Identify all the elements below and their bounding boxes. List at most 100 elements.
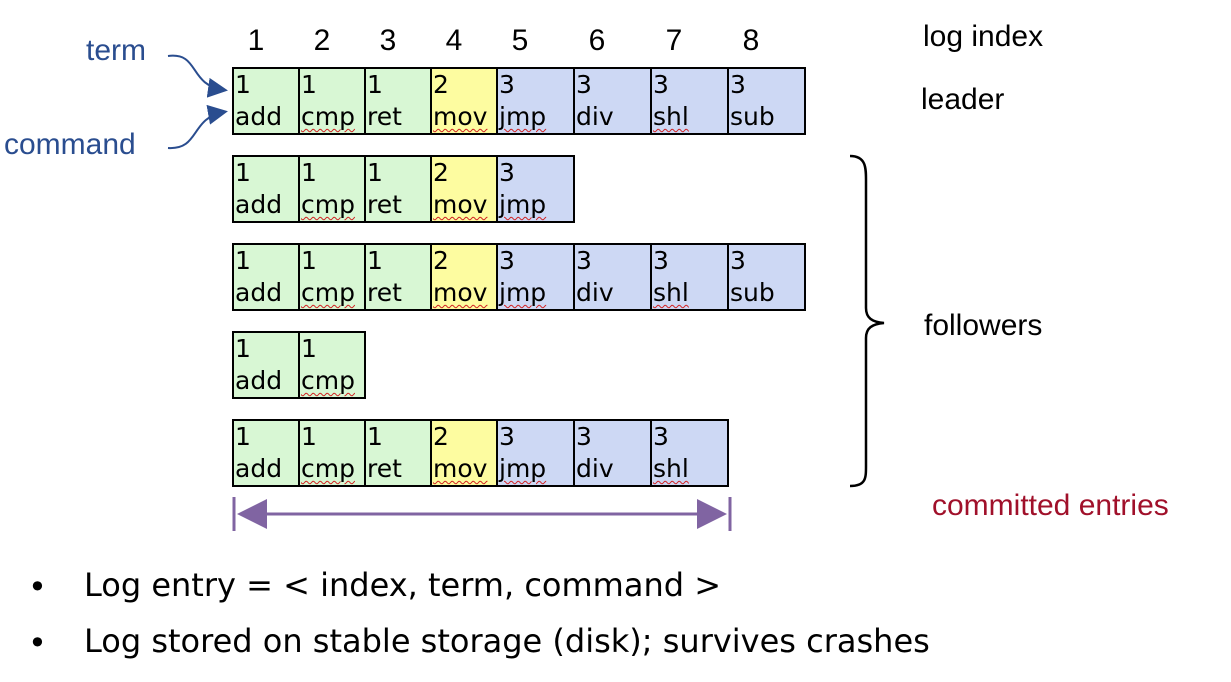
log-entry: 1 add	[232, 331, 300, 399]
log-index-8: 8	[742, 24, 760, 57]
log-entry: 3 jmp	[496, 155, 575, 223]
entry-command: sub	[730, 278, 775, 307]
log-entry: 1 add	[232, 155, 300, 223]
log-index-6: 6	[588, 24, 606, 57]
log-entry: 3 jmp	[496, 67, 575, 135]
entry-term: 3	[576, 70, 592, 99]
log-entry: 1 cmp	[298, 243, 366, 311]
entry-term: 3	[653, 246, 669, 275]
entry-command: jmp	[499, 278, 547, 307]
entry-term: 1	[367, 158, 383, 187]
entry-term: 1	[301, 422, 317, 451]
entry-command: jmp	[499, 102, 547, 131]
log-entry: 3 jmp	[496, 243, 575, 311]
entry-term: 1	[301, 246, 317, 275]
entry-command: shl	[653, 102, 689, 131]
log-entry: 2 mov	[430, 243, 498, 311]
bullet-dot-2: •	[28, 624, 47, 662]
command-arrow-icon	[167, 104, 228, 150]
entry-command: add	[235, 278, 283, 307]
entry-term: 1	[235, 334, 251, 363]
entry-term: 3	[499, 70, 515, 99]
entry-command: div	[576, 278, 614, 307]
entry-term: 3	[653, 422, 669, 451]
log-index-7: 7	[665, 24, 683, 57]
entry-command: cmp	[301, 366, 355, 395]
entry-term: 1	[367, 422, 383, 451]
log-entry: 2 mov	[430, 67, 498, 135]
entry-term: 1	[235, 158, 251, 187]
entry-term: 3	[499, 422, 515, 451]
entry-command: ret	[367, 102, 402, 131]
followers-label: followers	[924, 309, 1043, 342]
log-index-5: 5	[511, 24, 529, 57]
entry-term: 3	[499, 246, 515, 275]
log-entry: 3 div	[573, 419, 652, 487]
entry-term: 1	[367, 246, 383, 275]
entry-command: div	[576, 102, 614, 131]
entry-command: ret	[367, 454, 402, 483]
follower-log-3: 1 add 1 cmp	[232, 331, 366, 399]
entry-term: 2	[433, 70, 449, 99]
entry-term: 3	[499, 158, 515, 187]
entry-term: 2	[433, 246, 449, 275]
entry-term: 1	[235, 70, 251, 99]
entry-command: jmp	[499, 454, 547, 483]
entry-command: cmp	[301, 278, 355, 307]
entry-command: add	[235, 454, 283, 483]
log-entry: 3 shl	[650, 419, 729, 487]
log-entry: 1 cmp	[298, 331, 366, 399]
leader-label: leader	[921, 83, 1005, 116]
bullet-dot-1: •	[28, 568, 47, 606]
entry-term: 3	[576, 422, 592, 451]
entry-command: ret	[367, 278, 402, 307]
term-label: term	[86, 34, 146, 67]
followers-brace-icon	[849, 154, 885, 488]
log-entry: 1 ret	[364, 155, 432, 223]
entry-command: add	[235, 366, 283, 395]
entry-command: div	[576, 454, 614, 483]
entry-term: 3	[653, 70, 669, 99]
entry-command: cmp	[301, 102, 355, 131]
command-label: command	[4, 128, 136, 161]
entry-command: cmp	[301, 454, 355, 483]
entry-command: shl	[653, 278, 689, 307]
log-entry: 1 add	[232, 419, 300, 487]
committed-entries-label: committed entries	[932, 489, 1169, 522]
entry-command: add	[235, 190, 283, 219]
entry-term: 1	[235, 422, 251, 451]
log-entry: 3 div	[573, 67, 652, 135]
log-index-4: 4	[445, 24, 463, 57]
entry-command: shl	[653, 454, 689, 483]
log-entry: 1 cmp	[298, 419, 366, 487]
bullet-text-1: Log entry = < index, term, command >	[84, 566, 722, 604]
entry-term: 1	[301, 158, 317, 187]
entry-command: mov	[433, 278, 488, 307]
entry-command: mov	[433, 102, 488, 131]
entry-command: cmp	[301, 190, 355, 219]
term-arrow-icon	[167, 54, 228, 98]
log-entry: 1 cmp	[298, 67, 366, 135]
log-index-2: 2	[313, 24, 331, 57]
entry-term: 1	[235, 246, 251, 275]
entry-term: 1	[301, 70, 317, 99]
log-entry: 1 cmp	[298, 155, 366, 223]
entry-command: jmp	[499, 190, 547, 219]
bullet-text-2: Log stored on stable storage (disk); sur…	[84, 622, 930, 660]
log-entry: 1 ret	[364, 243, 432, 311]
entry-term: 1	[301, 334, 317, 363]
entry-command: ret	[367, 190, 402, 219]
log-entry: 1 add	[232, 243, 300, 311]
entry-command: mov	[433, 454, 488, 483]
log-entry: 3 jmp	[496, 419, 575, 487]
entry-term: 3	[576, 246, 592, 275]
